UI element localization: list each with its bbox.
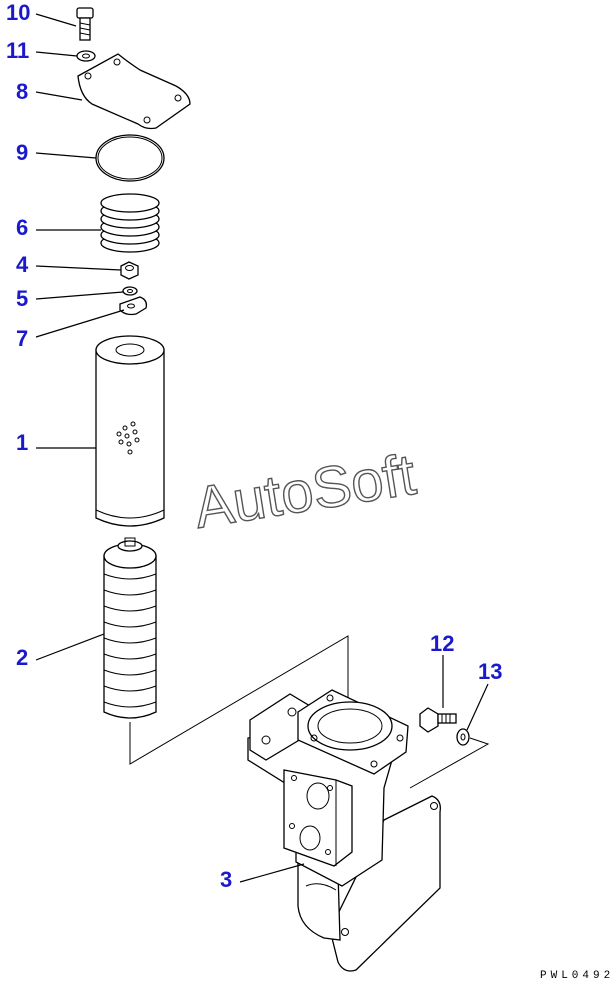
part-2-strainer xyxy=(103,537,157,719)
part-4-nut xyxy=(120,261,139,280)
drawing-code: PWL0492 xyxy=(540,970,612,981)
callout-12: 12 xyxy=(430,631,454,656)
part-9-o-ring xyxy=(95,134,165,182)
callout-1: 1 xyxy=(16,430,28,455)
part-3-filter-case xyxy=(247,689,441,972)
callout-7: 7 xyxy=(16,326,28,351)
leader-lines xyxy=(35,13,489,883)
part-12-bolt xyxy=(419,707,457,733)
assembly-guide-line xyxy=(129,635,349,765)
callout-6: 6 xyxy=(16,215,28,240)
callout-5: 5 xyxy=(16,286,28,311)
callout-4: 4 xyxy=(16,252,29,277)
part-10-bolt xyxy=(76,7,94,41)
part-8-cover xyxy=(77,53,191,130)
callout-8: 8 xyxy=(16,79,28,104)
part-6-spring xyxy=(100,193,160,253)
callout-2: 2 xyxy=(16,645,28,670)
callout-13: 13 xyxy=(478,659,502,684)
part-1-filter-element xyxy=(95,335,165,527)
watermark-text: AutoSoft xyxy=(190,442,420,541)
callout-11: 11 xyxy=(6,38,29,63)
part-13-washer xyxy=(456,728,470,746)
part-11-washer xyxy=(76,50,96,62)
part-7-tab xyxy=(119,296,148,316)
callout-3: 3 xyxy=(220,867,232,892)
assembly-guide-line-2 xyxy=(409,737,490,789)
callout-9: 9 xyxy=(16,140,28,165)
part-5-washer xyxy=(122,286,138,296)
callout-10: 10 xyxy=(6,0,30,25)
